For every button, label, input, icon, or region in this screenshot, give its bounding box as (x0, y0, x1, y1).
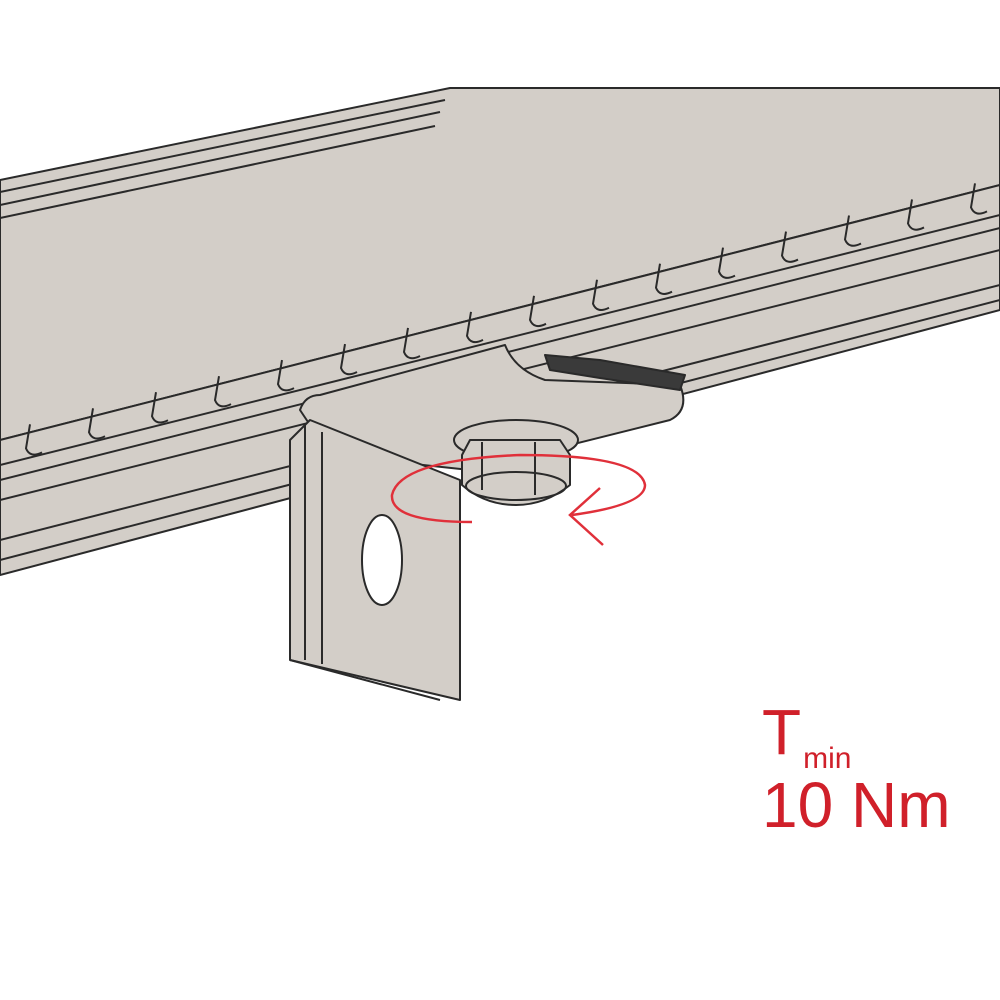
torque-symbol: T (762, 696, 802, 768)
torque-value: 10 Nm (762, 769, 951, 841)
rotation-arrow-icon (390, 453, 647, 546)
rail-hook (654, 263, 673, 295)
rail-hook (213, 375, 232, 408)
rail-hook (24, 424, 43, 456)
rail-hook (969, 183, 988, 215)
rail-hooks (24, 183, 988, 456)
rail-hook (528, 295, 547, 328)
rail-hook (465, 311, 484, 344)
rail-hook (339, 343, 358, 376)
rail-hook (717, 247, 736, 279)
rail-hook (276, 359, 295, 392)
torque-label: Tmin 10 Nm (762, 700, 951, 840)
clamp-plate (299, 344, 685, 471)
rail-hook (906, 199, 925, 231)
slot-hole (361, 514, 403, 606)
rail-hook (780, 231, 799, 263)
rail-hook (87, 408, 106, 440)
rail-hook (843, 215, 862, 247)
torque-subscript: min (803, 742, 852, 775)
rail-hook (402, 327, 421, 360)
rail-hook (150, 392, 169, 424)
tray-surface (0, 87, 1000, 441)
rail-hook (591, 279, 610, 312)
